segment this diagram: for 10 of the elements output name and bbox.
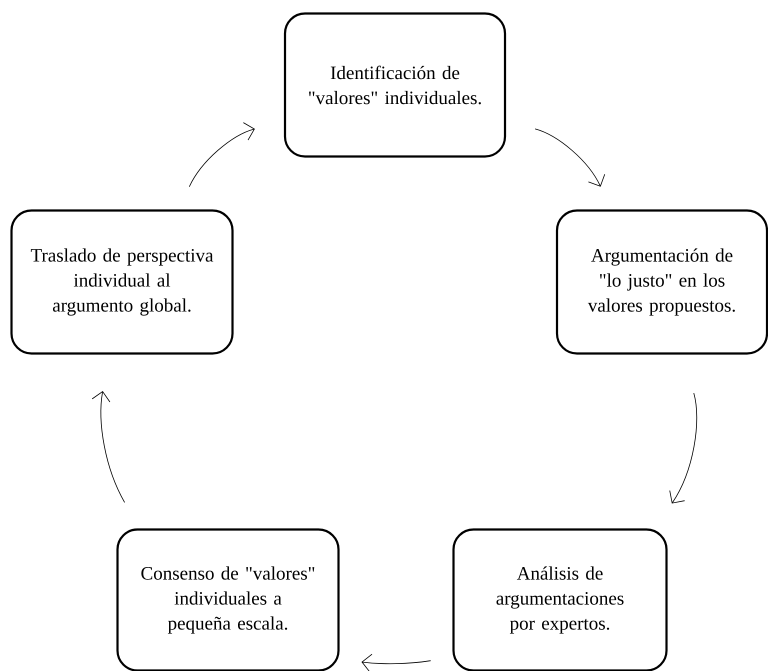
process-box: Identificación de "valores" individuales. xyxy=(284,12,506,158)
process-box: Argumentación de "lo justo" en los valores propuestos. xyxy=(556,209,768,355)
process-box: Consenso de "valores" individuales a pequeña escala. xyxy=(116,528,340,671)
arrow xyxy=(92,391,126,503)
arrow xyxy=(188,122,255,188)
process-box: Traslado de perspectiva individual al argumento global. xyxy=(10,209,234,355)
arrow xyxy=(534,128,606,187)
arrow xyxy=(361,654,432,671)
process-box: Análisis de argumentaciones por expertos. xyxy=(452,528,668,671)
arrow xyxy=(669,392,698,504)
